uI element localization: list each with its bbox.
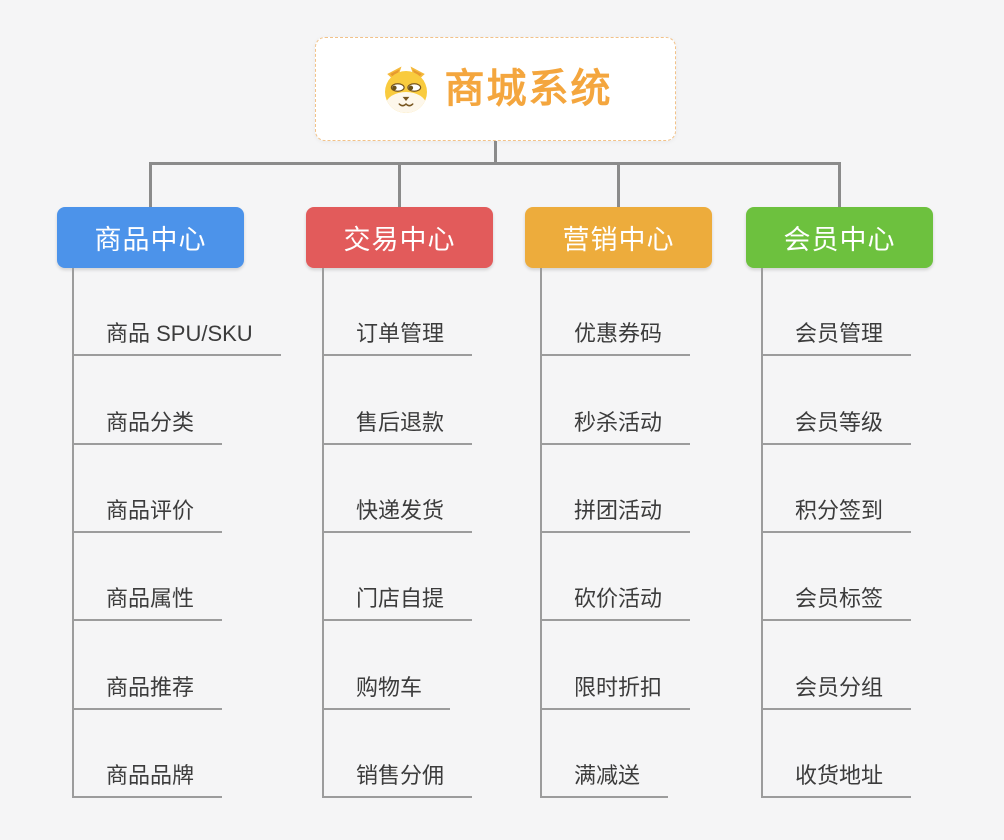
branch-member-center[interactable]: 会员中心	[746, 207, 933, 268]
connector-drop-member	[838, 162, 841, 207]
dog-face-icon	[379, 62, 433, 116]
branch-trade-children: 订单管理 售后退款 快递发货 门店自提 购物车 销售分佣	[322, 268, 473, 798]
leaf-node[interactable]: 商品分类	[74, 356, 223, 445]
leaf-node[interactable]: 商品评价	[74, 445, 223, 533]
leaf-node[interactable]: 秒杀活动	[542, 356, 691, 445]
leaf-node[interactable]: 砍价活动	[542, 533, 691, 622]
leaf-node[interactable]: 会员管理	[763, 268, 912, 357]
branch-marketing-children: 优惠券码 秒杀活动 拼团活动 砍价活动 限时折扣 满减送	[540, 268, 691, 798]
leaf-node[interactable]: 购物车	[324, 621, 451, 710]
root-title: 商城系统	[444, 67, 613, 111]
leaf-node[interactable]: 门店自提	[324, 533, 473, 622]
leaf-node[interactable]: 会员等级	[763, 356, 912, 445]
leaf-node[interactable]: 满减送	[542, 710, 669, 798]
connector-drop-marketing	[617, 162, 620, 207]
connector-drop-product	[149, 162, 152, 207]
leaf-node[interactable]: 商品属性	[74, 533, 223, 622]
leaf-node[interactable]: 积分签到	[763, 445, 912, 533]
leaf-node[interactable]: 订单管理	[324, 268, 473, 357]
leaf-node[interactable]: 会员分组	[763, 621, 912, 710]
connector-drop-trade	[398, 162, 401, 207]
leaf-node[interactable]: 拼团活动	[542, 445, 691, 533]
leaf-node[interactable]: 商品品牌	[74, 710, 223, 798]
branch-trade-center[interactable]: 交易中心	[306, 207, 493, 268]
leaf-node[interactable]: 会员标签	[763, 533, 912, 622]
root-node[interactable]: 商城系统	[315, 37, 676, 141]
leaf-node[interactable]: 销售分佣	[324, 710, 473, 798]
leaf-node[interactable]: 限时折扣	[542, 621, 691, 710]
leaf-node[interactable]: 商品 SPU/SKU	[74, 268, 281, 357]
branch-product-children: 商品 SPU/SKU 商品分类 商品评价 商品属性 商品推荐 商品品牌	[72, 268, 281, 798]
leaf-node[interactable]: 快递发货	[324, 445, 473, 533]
connector-bus	[149, 162, 841, 165]
branch-member-children: 会员管理 会员等级 积分签到 会员标签 会员分组 收货地址	[761, 268, 912, 798]
branch-product-center[interactable]: 商品中心	[57, 207, 244, 268]
leaf-node[interactable]: 收货地址	[763, 710, 912, 798]
leaf-node[interactable]: 优惠券码	[542, 268, 691, 357]
connector-root-drop	[494, 141, 497, 165]
leaf-node[interactable]: 售后退款	[324, 356, 473, 445]
leaf-node[interactable]: 商品推荐	[74, 621, 223, 710]
branch-marketing-center[interactable]: 营销中心	[525, 207, 712, 268]
